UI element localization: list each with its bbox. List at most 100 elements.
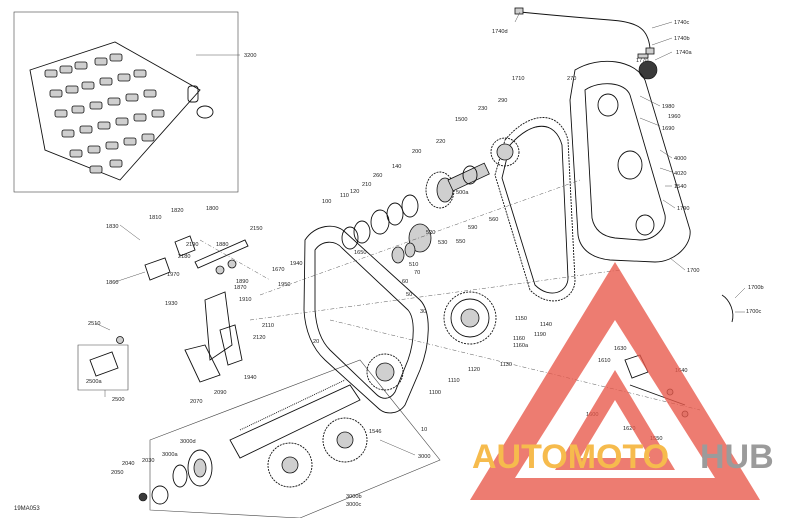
- cable-1740: [514, 7, 658, 80]
- label-2500a: 2500a: [86, 379, 102, 385]
- shift-linkage: [144, 235, 249, 383]
- chain-1500: [494, 117, 576, 302]
- label-1740d: 1740d: [492, 29, 508, 35]
- upper-sprocket-230: [490, 137, 520, 167]
- kit-3200-frame: [13, 11, 239, 193]
- kit-3000-frame: [149, 359, 441, 518]
- label-50: 50: [406, 292, 412, 298]
- label-1960: 1960: [668, 114, 680, 120]
- watermark-triangle-icon: [470, 262, 760, 500]
- label-1740b: 1740b: [674, 36, 690, 42]
- label-1120: 1120: [468, 367, 480, 373]
- label-100: 100: [322, 199, 331, 205]
- label-2190: 2190: [186, 242, 198, 248]
- label-1190: 1190: [534, 332, 546, 338]
- label-1700: 1700: [687, 268, 699, 274]
- leader-lines: [94, 11, 746, 456]
- label-1710: 1710: [512, 76, 524, 82]
- lower-sprocket-1100: [443, 291, 497, 345]
- label-1740a: 1740a: [676, 50, 692, 56]
- label-3200: 3200: [244, 53, 256, 59]
- label-1930: 1930: [165, 301, 177, 307]
- label-2150: 2150: [250, 226, 262, 232]
- label-70: 70: [414, 270, 420, 276]
- label-1150: 1150: [515, 316, 527, 322]
- label-210: 210: [362, 182, 371, 188]
- label-510: 510: [409, 262, 418, 268]
- label-2070: 2070: [190, 399, 202, 405]
- kit-2500-frame: [77, 344, 129, 391]
- label-1630: 1630: [614, 346, 626, 352]
- label-3000b: 3000b: [346, 494, 362, 500]
- assembly-axes: [199, 179, 701, 411]
- label-1610: 1610: [598, 358, 610, 364]
- label-560: 560: [489, 217, 498, 223]
- label-1160: 1160: [513, 336, 525, 342]
- label-1970: 1970: [167, 272, 179, 278]
- label-60: 60: [402, 279, 408, 285]
- label-1140: 1140: [540, 322, 552, 328]
- label-1790: 1790: [677, 206, 689, 212]
- label-1830: 1830: [106, 224, 118, 230]
- label-1940: 1940: [290, 261, 302, 267]
- label-290: 290: [498, 98, 507, 104]
- label-20: 20: [313, 339, 319, 345]
- chaincase-housing-10: [303, 225, 429, 414]
- label-1940b: 1940: [244, 375, 256, 381]
- label-2180: 2180: [178, 254, 190, 260]
- label-1870: 1870: [234, 285, 246, 291]
- label-1130: 1130: [500, 362, 512, 368]
- watermark-text-secondary: HUB: [700, 438, 774, 476]
- label-1740c: 1740c: [674, 20, 689, 26]
- label-3000a: 3000a: [162, 452, 178, 458]
- bracket-2500a: [89, 336, 124, 377]
- label-1650: 1650: [354, 250, 366, 256]
- watermark-text-primary: AUTOMOTO: [472, 438, 669, 476]
- label-1890: 1890: [236, 279, 248, 285]
- label-1820: 1820: [171, 208, 183, 214]
- label-4020: 4020: [674, 171, 686, 177]
- label-550: 550: [456, 239, 465, 245]
- label-2120: 2120: [253, 335, 265, 341]
- track-plate-kit-3200: [29, 41, 214, 181]
- label-1910: 1910: [239, 297, 251, 303]
- label-1110: 1110: [448, 378, 460, 384]
- label-1700b: 1700b: [748, 285, 764, 291]
- label-2090: 2090: [214, 390, 226, 396]
- label-260: 260: [373, 173, 382, 179]
- label-1950: 1950: [278, 282, 290, 288]
- chaincase-cover-1700: [569, 60, 691, 263]
- label-30: 30: [420, 309, 426, 315]
- drive-shaft-kit-3000: [138, 379, 368, 505]
- label-1500: 1500: [455, 117, 467, 123]
- label-500a: 500a: [456, 190, 469, 196]
- label-220: 220: [436, 139, 445, 145]
- label-10: 10: [421, 427, 427, 433]
- label-1800: 1800: [206, 206, 218, 212]
- label-230: 230: [478, 106, 487, 112]
- label-2040: 2040: [122, 461, 134, 467]
- label-2500: 2500: [112, 397, 124, 403]
- label-1810: 1810: [149, 215, 161, 221]
- label-590: 590: [468, 225, 477, 231]
- label-530: 530: [438, 240, 447, 246]
- label-3000d: 3000d: [180, 439, 196, 445]
- label-1690: 1690: [662, 126, 674, 132]
- watermark-inner-triangle-icon: [555, 370, 675, 470]
- label-2110: 2110: [262, 323, 274, 329]
- label-1880: 1880: [216, 242, 228, 248]
- label-140: 140: [392, 164, 401, 170]
- label-3000c: 3000c: [346, 502, 361, 508]
- label-200: 200: [412, 149, 421, 155]
- label-2050: 2050: [111, 470, 123, 476]
- label-3000: 3000: [418, 454, 430, 460]
- label-1860: 1860: [106, 280, 118, 286]
- label-270: 270: [567, 76, 576, 82]
- label-1546: 1546: [369, 429, 381, 435]
- label-4000: 4000: [674, 156, 686, 162]
- label-120: 120: [350, 189, 359, 195]
- label-1770: 1770: [636, 58, 648, 64]
- watermark-logo: AUTOMOTO HUB: [470, 262, 774, 500]
- label-1540: 1540: [674, 184, 686, 190]
